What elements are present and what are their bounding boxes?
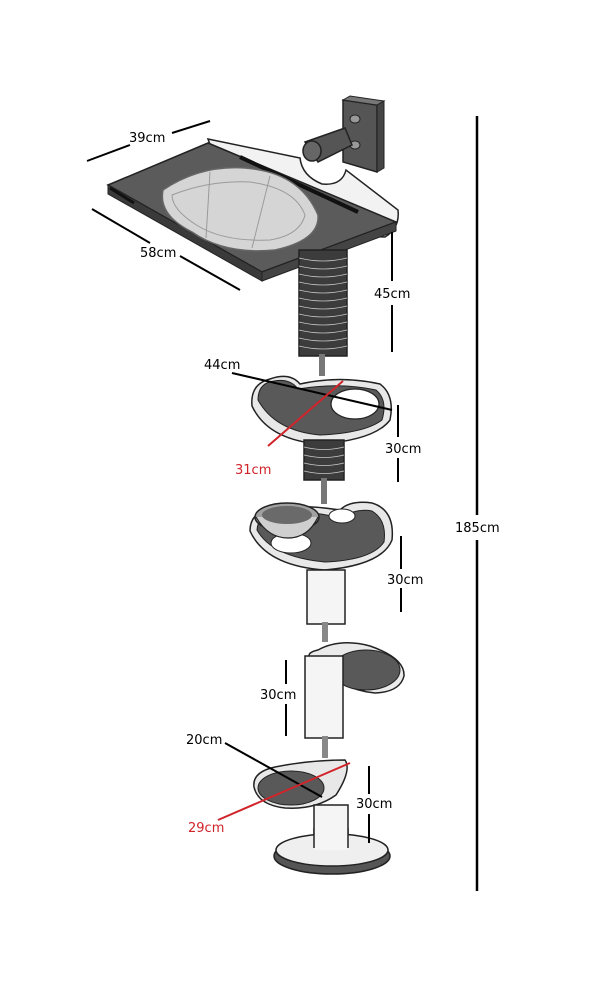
white-post-lower — [306, 569, 346, 642]
label-platform-diameter: 44cm — [204, 358, 240, 373]
label-cup-length: 29cm — [188, 821, 224, 836]
top-length-dim-line-left — [91, 208, 151, 244]
label-top-length: 58cm — [140, 246, 176, 261]
wall-bracket — [302, 95, 386, 174]
spring-post-upper — [298, 249, 348, 376]
bowl-platform — [249, 501, 394, 571]
label-tier1-height: 30cm — [385, 442, 421, 457]
label-cup-depth: 20cm — [186, 733, 222, 748]
top-width-dim-line-left — [86, 144, 131, 162]
label-spring-height: 45cm — [374, 287, 410, 302]
label-tier3-height: 30cm — [260, 688, 296, 703]
top-width-dim-line-right — [171, 120, 211, 134]
spring-post-middle — [303, 439, 345, 504]
platform-diameter-dim-line — [231, 372, 393, 411]
label-top-width: 39cm — [129, 131, 165, 146]
dimension-labels: 39cm 58cm 45cm 44cm 31cm 30cm 30cm 30cm … — [129, 131, 500, 836]
food-bowl — [254, 502, 320, 539]
dimension-lines — [86, 116, 479, 891]
top-hammock-platform — [106, 137, 399, 282]
label-base-height: 30cm — [356, 797, 392, 812]
cup-depth-dim-line — [224, 742, 323, 798]
label-platform-depth: 31cm — [235, 463, 271, 478]
white-post-bottom — [304, 655, 344, 758]
platform-depth-dim-line — [267, 380, 344, 447]
base — [273, 804, 391, 875]
label-tier2-height: 30cm — [387, 573, 423, 588]
top-length-dim-line-right — [179, 255, 241, 291]
cup-length-dim-line — [217, 762, 351, 821]
upper-hole-platform — [251, 375, 392, 445]
label-total-height: 185cm — [455, 521, 500, 536]
